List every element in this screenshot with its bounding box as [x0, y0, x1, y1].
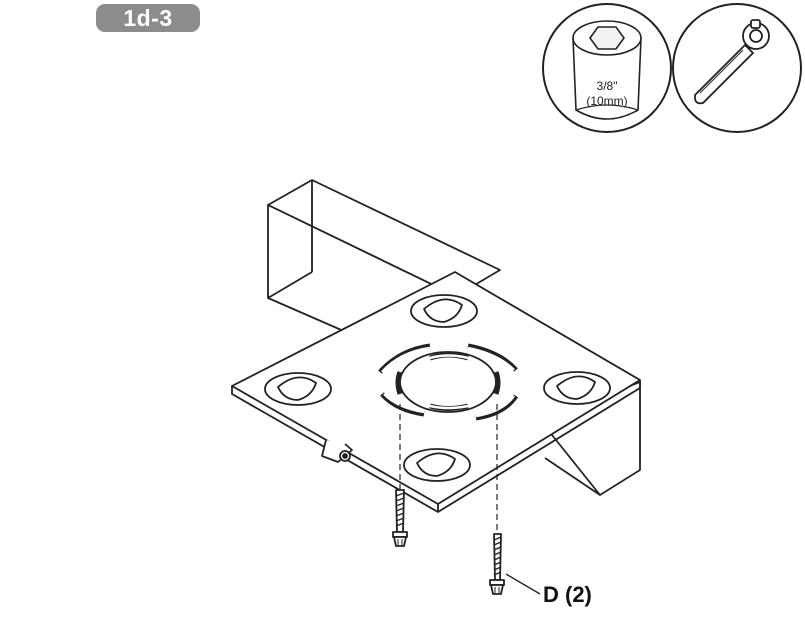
lag-screw-left	[392, 489, 408, 547]
hex-socket-icon	[572, 20, 642, 120]
keyhole-slot-right	[543, 371, 611, 405]
keyhole-slot-left	[264, 372, 332, 406]
part-d-callout-label: D (2)	[543, 582, 592, 607]
lag-screw-right	[489, 533, 505, 595]
step-number-badge: 1d-3	[96, 4, 200, 32]
socket-tool-illustration: 3/8" (10mm)	[542, 3, 672, 133]
socket-size-mm: (10mm)	[586, 94, 627, 108]
center-opening	[378, 343, 519, 421]
bracket-assembly-diagram	[231, 179, 641, 595]
ratchet-wrench-icon	[694, 19, 770, 105]
keyhole-slot-top	[410, 294, 478, 328]
socket-size-inch: 3/8"	[597, 79, 618, 93]
keyhole-slot-bottom	[403, 448, 471, 482]
wrench-tool-illustration	[672, 3, 802, 133]
callout-leader-line	[505, 573, 541, 595]
